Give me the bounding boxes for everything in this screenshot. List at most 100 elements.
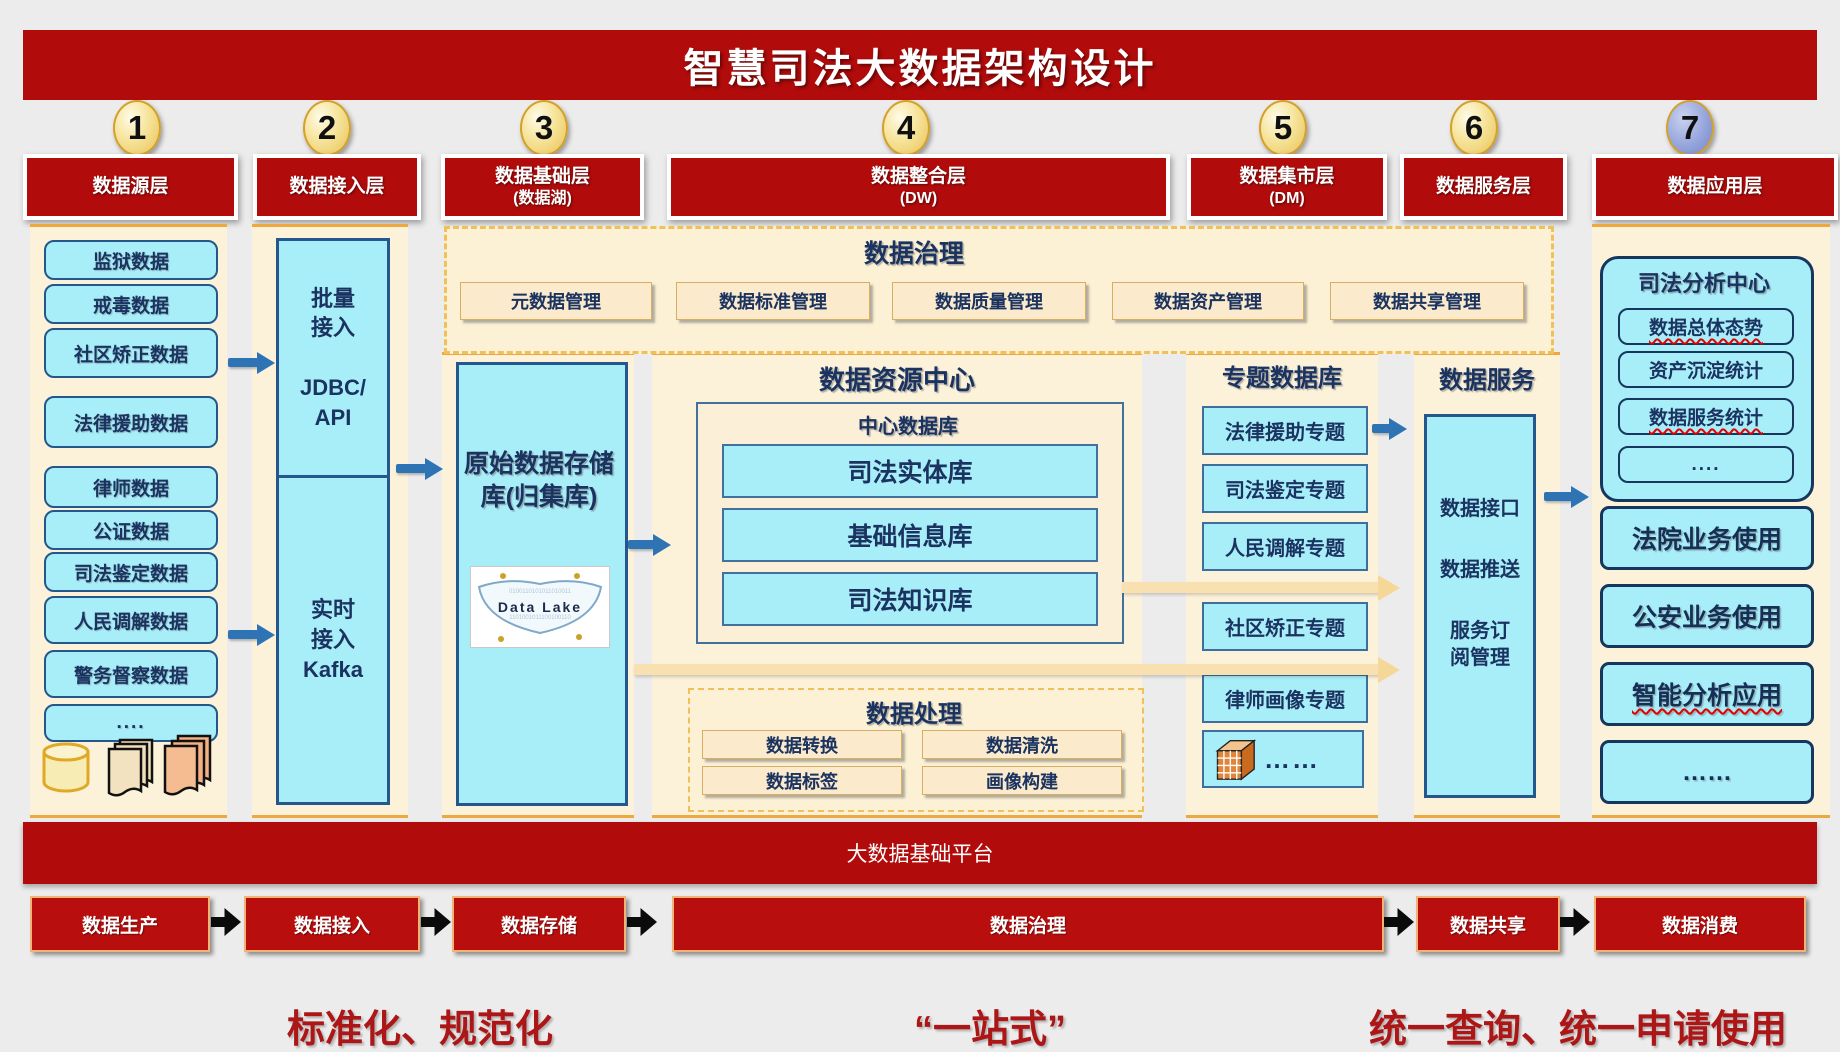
app-label: 智能分析应用 (1631, 682, 1782, 710)
cube-icon (1215, 739, 1256, 781)
topic-item: 社区矫正专题 (1202, 602, 1368, 651)
db-item: 司法知识库 (722, 572, 1098, 626)
central-db-title: 中心数据库 (858, 416, 958, 438)
flow-arrow-icon (211, 908, 241, 936)
processing-button: 数据标签 (702, 766, 902, 795)
stat-item: 数据服务统计 (1618, 398, 1794, 435)
storage-to-dw-arrow (628, 540, 654, 549)
documents-stack-orange-icon (163, 734, 212, 796)
processing-button: 数据清洗 (922, 730, 1122, 759)
caption-one-stop: “一站式” (913, 1009, 1067, 1051)
step-circle-6: 6 (1450, 100, 1498, 156)
topic-more-label: …… (1264, 743, 1320, 774)
service-item: 数据推送 (1440, 558, 1520, 581)
app-label: …… (1682, 757, 1732, 786)
layer-label: 数据服务层 (1435, 175, 1531, 197)
governance-title: 数据治理 (863, 240, 964, 268)
data-lake-label: Data Lake (497, 599, 583, 615)
source-item: 律师数据 (44, 466, 218, 508)
layer-header-foundation: 数据基础层 (数据湖) (441, 154, 644, 220)
source-item: 警务督察数据 (44, 650, 218, 698)
app-item: 法院业务使用 (1600, 506, 1814, 570)
source-item: 司法鉴定数据 (44, 552, 218, 592)
step-circle-4: 4 (882, 100, 930, 156)
stat-label: 数据总体态势 (1648, 318, 1763, 339)
layer-header-dw: 数据整合层 (DW) (667, 154, 1170, 220)
db-item: 司法实体库 (722, 444, 1098, 498)
step-circle-7: 7 (1666, 100, 1714, 156)
step-circle-2: 2 (303, 100, 351, 156)
stat-item: 数据总体态势 (1618, 308, 1794, 345)
processing-button: 数据转换 (702, 730, 902, 759)
data-lake-image: 0100110101011010011 1101001011100100110 … (470, 566, 610, 648)
stat-label: 资产沉淀统计 (1648, 361, 1763, 382)
source-item: 公证数据 (44, 510, 218, 550)
service-to-app-arrow (1544, 492, 1572, 501)
topic-more-box: …… (1202, 730, 1364, 788)
flow-step: 数据生产 (30, 896, 210, 952)
stat-label: 数据服务统计 (1648, 408, 1763, 429)
stat-item: 资产沉淀统计 (1618, 351, 1794, 388)
stat-label: .... (1691, 453, 1721, 475)
flow-arrow-icon (421, 908, 451, 936)
source-to-ingest-arrow-2 (228, 630, 258, 639)
step-circle-3: 3 (520, 100, 568, 156)
db-item: 基础信息库 (722, 508, 1098, 562)
svg-text:0100110101011010011: 0100110101011010011 (509, 589, 572, 595)
caption-unified-query: 统一查询、统一申请使用 (1368, 1009, 1788, 1051)
layer-header-ingest: 数据接入层 (253, 154, 421, 220)
database-cylinder-icon (42, 742, 90, 793)
flow-arrow-icon (1560, 908, 1590, 936)
layer-header-dm: 数据集市层 (DM) (1187, 154, 1387, 220)
layer-sublabel: (DM) (1269, 189, 1305, 207)
raw-storage-label: 原始数据存储库(归集库) (463, 450, 614, 511)
resource-center-title: 数据资源中心 (818, 365, 975, 395)
caption-standardization: 标准化、规范化 (286, 1009, 554, 1051)
flow-arrow-icon (1384, 908, 1414, 936)
app-item: 智能分析应用 (1600, 662, 1814, 726)
batch-ingest-cell: 批量 接入 JDBC/ API (279, 241, 387, 478)
db-to-mart-arrow (1122, 582, 1380, 593)
source-item: 戒毒数据 (44, 284, 218, 324)
source-item: 监狱数据 (44, 240, 218, 280)
step-circle-5: 5 (1259, 100, 1307, 156)
ingest-to-storage-arrow (396, 464, 426, 473)
governance-button: 数据共享管理 (1330, 282, 1524, 320)
governance-button: 数据标准管理 (676, 282, 870, 320)
analysis-title: 司法分析中心 (1637, 271, 1770, 296)
layer-label: 数据集市层 (1239, 166, 1335, 187)
service-item: 服务订 阅管理 (1450, 619, 1510, 669)
layer-header-application: 数据应用层 (1592, 154, 1838, 220)
governance-button: 数据质量管理 (892, 282, 1086, 320)
ingest-box: 批量 接入 JDBC/ API 实时 接入 Kafka (276, 238, 390, 805)
source-to-ingest-arrow-1 (228, 358, 258, 367)
flow-arrow-icon (627, 908, 657, 936)
layer-sublabel: (数据湖) (513, 189, 572, 207)
layer-label: 数据源层 (92, 175, 169, 197)
services-title: 数据服务 (1439, 367, 1535, 394)
layer-header-source: 数据源层 (23, 154, 238, 220)
mart-to-service-arrow (1372, 424, 1390, 433)
layer-label: 数据基础层 (494, 166, 590, 187)
app-item: 公安业务使用 (1600, 584, 1814, 648)
layer-sublabel: (DW) (899, 189, 938, 207)
topic-item: 法律援助专题 (1202, 406, 1368, 455)
topic-item: 律师画像专题 (1202, 674, 1368, 723)
platform-bar: 大数据基础平台 (23, 822, 1817, 884)
layer-label: 数据应用层 (1667, 175, 1763, 197)
processing-button: 画像构建 (922, 766, 1122, 795)
source-item: 人民调解数据 (44, 596, 218, 644)
data-lake-graphic: 0100110101011010011 1101001011100100110 (477, 573, 603, 642)
storage-to-mart-arrow (634, 664, 1380, 675)
app-item-more: …… (1600, 740, 1814, 804)
governance-button: 数据资产管理 (1112, 282, 1304, 320)
services-box: 数据接口 数据推送 服务订 阅管理 (1424, 414, 1536, 798)
flow-step: 数据消费 (1594, 896, 1806, 952)
stat-item-more: .... (1618, 446, 1794, 483)
source-item: 法律援助数据 (44, 396, 218, 448)
flow-step: 数据接入 (244, 896, 420, 952)
svg-text:1101001011100100110: 1101001011100100110 (509, 615, 571, 621)
layer-label: 数据接入层 (289, 175, 385, 197)
processing-title: 数据处理 (866, 701, 962, 728)
